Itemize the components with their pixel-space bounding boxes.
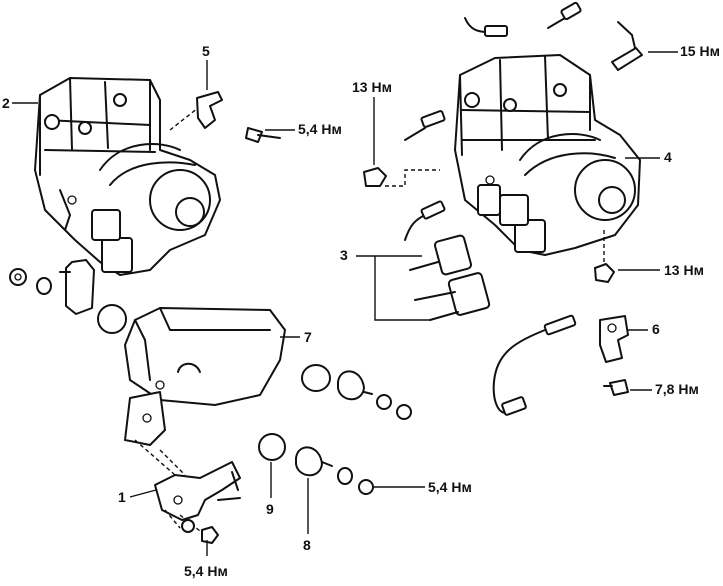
torque-label-mid: 5,4 Нм: [428, 479, 472, 495]
callout-1: 1: [118, 489, 126, 505]
nut-13-right: [594, 228, 615, 283]
bolt-top-left: [245, 127, 281, 143]
bracket-5: [169, 91, 223, 131]
mounts-bottom: [258, 433, 374, 495]
callout-7: 7: [304, 329, 312, 345]
bracket-6: [599, 315, 629, 363]
torque-label-15: 15 Нм: [680, 43, 720, 59]
callout-4: 4: [664, 149, 672, 165]
callout-5: 5: [202, 43, 210, 59]
left-small-parts: [9, 259, 127, 334]
torque-label-top-left: 5,4 Нм: [298, 121, 342, 137]
sensor-top-1: [464, 17, 508, 37]
nut-13-top: [363, 167, 440, 187]
bolt-78: [603, 379, 629, 396]
torque-label-78: 7,8 Нм: [655, 381, 699, 397]
right-main-unit: [454, 54, 641, 256]
tray-7: [124, 307, 286, 446]
leader-lines: [12, 51, 678, 556]
torque-label-13-top: 13 Нм: [352, 79, 392, 95]
callout-3: 3: [340, 247, 348, 263]
connectors-3: [409, 234, 491, 321]
callout-8: 8: [303, 537, 311, 553]
torque-label-13-right: 13 Нм: [664, 262, 704, 278]
sensor-top-2: [547, 1, 582, 29]
callout-6: 6: [652, 321, 660, 337]
bracket-1: [134, 439, 241, 544]
left-main-unit: [34, 77, 221, 276]
torque-label-bottom: 5,4 Нм: [184, 563, 228, 579]
sensor-cable: [492, 314, 577, 416]
mounts-mid: [301, 364, 412, 420]
callout-2: 2: [2, 95, 10, 111]
callout-9: 9: [266, 501, 274, 517]
sensor-left-mid: [404, 110, 446, 141]
sensor-low-mid: [404, 200, 446, 241]
sensor-15: [611, 21, 643, 71]
